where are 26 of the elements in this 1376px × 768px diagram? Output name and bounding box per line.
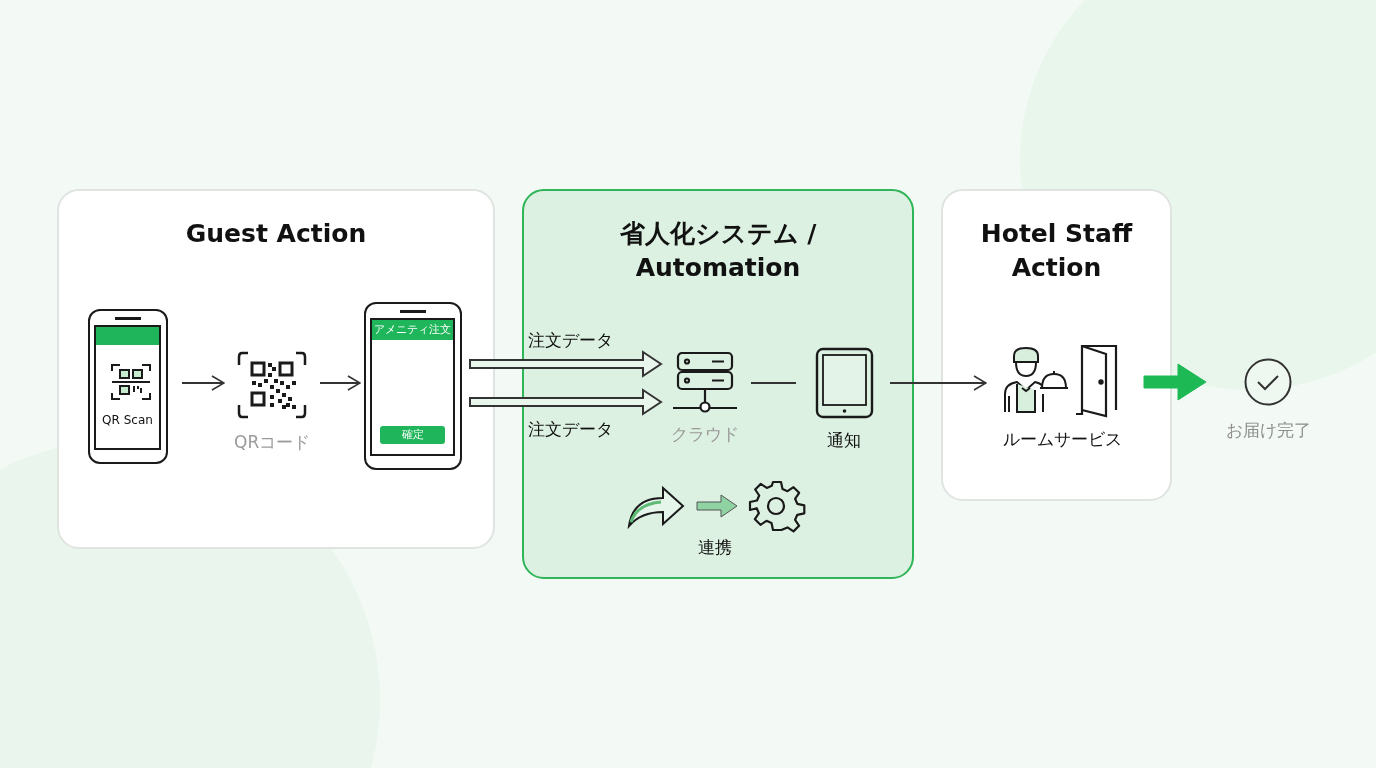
arrow xyxy=(319,375,361,391)
arrow xyxy=(469,388,663,416)
node-label: クラウド xyxy=(670,423,740,446)
node-label: 連携 xyxy=(696,536,733,559)
arrow xyxy=(469,350,663,378)
node-label: ルームサービス xyxy=(1001,428,1123,451)
phone-mockup xyxy=(364,302,462,470)
panel xyxy=(941,189,1172,501)
panel-title: Hotel Staff Action xyxy=(979,218,1134,284)
panel-title: Guest Action xyxy=(184,218,368,250)
panel-title: 省人化システム / Automation xyxy=(618,218,818,284)
phone-mockup xyxy=(88,309,168,464)
node-label: 通知 xyxy=(826,429,862,452)
connector-line xyxy=(750,382,797,384)
panel xyxy=(57,189,495,549)
screen-label: QR Scan xyxy=(101,413,154,427)
arrow xyxy=(1143,363,1207,401)
confirm-button: 確定 xyxy=(380,426,445,444)
arrow xyxy=(181,375,225,391)
arrow xyxy=(889,375,987,391)
panel xyxy=(522,189,914,579)
edge-label: 注文データ xyxy=(528,329,614,352)
screen-header: アメニティ注文 xyxy=(372,320,453,340)
node-label: QRコード xyxy=(234,431,310,454)
edge-label: 注文データ xyxy=(528,418,614,441)
node-label: お届け完了 xyxy=(1224,419,1312,442)
